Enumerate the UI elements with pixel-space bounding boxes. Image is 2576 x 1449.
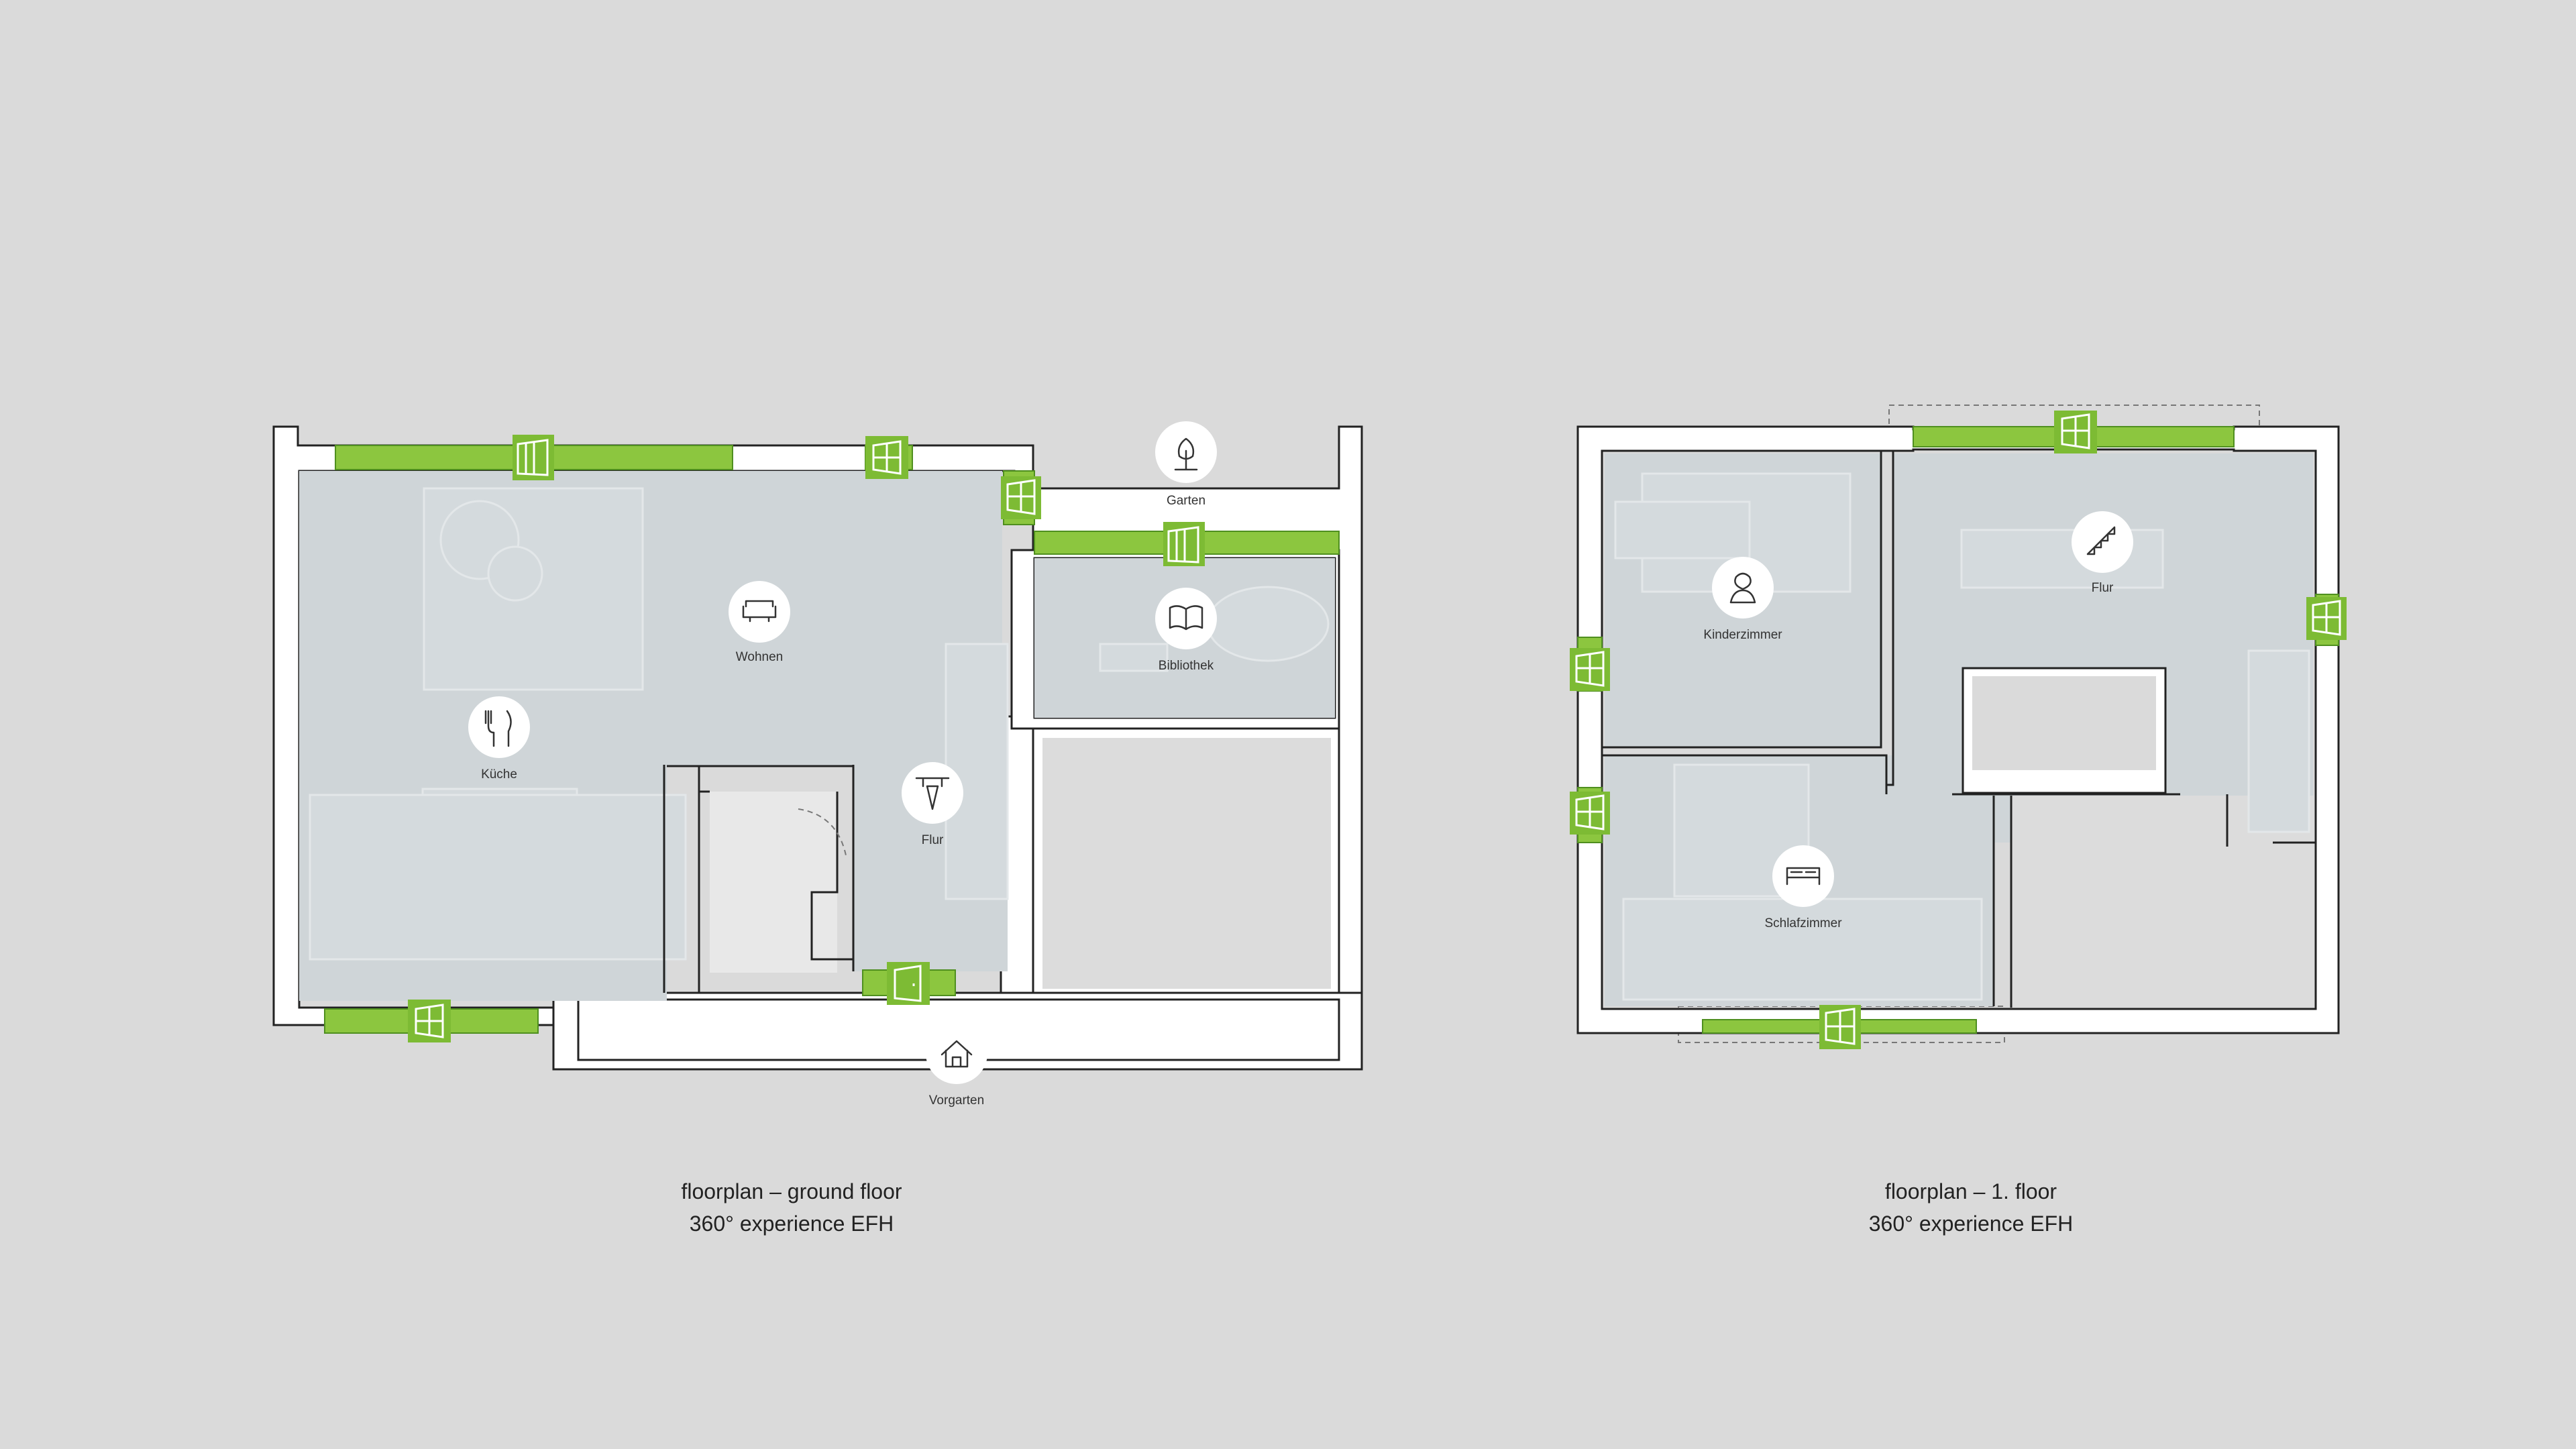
- door-icon: [887, 962, 930, 1005]
- bed-icon: [1772, 845, 1834, 907]
- label-bibliothek: Bibliothek: [1159, 659, 1214, 673]
- window-icon: [865, 436, 908, 479]
- ground-floor-plan: Küche Wohnen Flur Bibliothek Garten Vorg…: [272, 421, 1363, 1108]
- furniture: [1614, 500, 1751, 559]
- window-icon: [2306, 597, 2347, 640]
- stairs-icon: [2072, 511, 2133, 573]
- book-icon: [1155, 588, 1217, 649]
- window-icon: [408, 1000, 451, 1042]
- furniture: [1206, 586, 1330, 662]
- label-flur-first: Flur: [2092, 581, 2114, 595]
- ground-floor-caption-title: floorplan – ground floor: [681, 1179, 902, 1203]
- label-wohnen: Wohnen: [736, 650, 783, 664]
- cutlery-icon: [468, 696, 530, 758]
- label-kinderzimmer: Kinderzimmer: [1703, 628, 1782, 642]
- furniture: [2247, 649, 2310, 833]
- window-icon: [1570, 648, 1610, 691]
- window-icon: [2054, 411, 2097, 453]
- label-garten: Garten: [1167, 494, 1205, 508]
- window-icon: [1819, 1005, 1861, 1049]
- furniture: [309, 794, 687, 961]
- furniture: [945, 643, 1009, 900]
- storage-room: [710, 792, 837, 973]
- first-floor-caption-title: floorplan – 1. floor: [1884, 1179, 2057, 1203]
- front-terrace-wall: [552, 991, 1363, 1071]
- first-floor-plan: Kinderzimmer Flur Schlafzimmer: [1570, 405, 2347, 1049]
- label-schlafzimmer: Schlafzimmer: [1764, 916, 1842, 930]
- coat-rack-icon: [902, 762, 963, 824]
- ground-floor-caption: floorplan – ground floor 360° experience…: [557, 1175, 1026, 1240]
- toy-icon: [1712, 557, 1774, 619]
- ground-inner-walls: [663, 644, 1034, 993]
- stairwell-void: [1972, 676, 2156, 770]
- sofa-icon: [729, 581, 790, 643]
- window-icon: [1001, 476, 1041, 519]
- window-icon: [1570, 792, 1610, 835]
- first-floor-caption-subtitle: 360° experience EFH: [1868, 1212, 2074, 1236]
- garage-room: [1042, 738, 1331, 989]
- tree-icon: [1155, 421, 1217, 483]
- first-floor-caption: floorplan – 1. floor 360° experience EFH: [1736, 1175, 2206, 1240]
- label-flur-ground: Flur: [922, 833, 944, 847]
- window-icon: [513, 435, 554, 480]
- window-icon: [1163, 522, 1205, 566]
- furniture: [1099, 643, 1169, 672]
- house-icon: [926, 1022, 987, 1084]
- furniture: [487, 545, 543, 602]
- label-kueche: Küche: [481, 767, 517, 782]
- ground-floor-caption-subtitle: 360° experience EFH: [689, 1212, 894, 1236]
- label-vorgarten: Vorgarten: [929, 1093, 984, 1108]
- furniture: [1622, 898, 1983, 1001]
